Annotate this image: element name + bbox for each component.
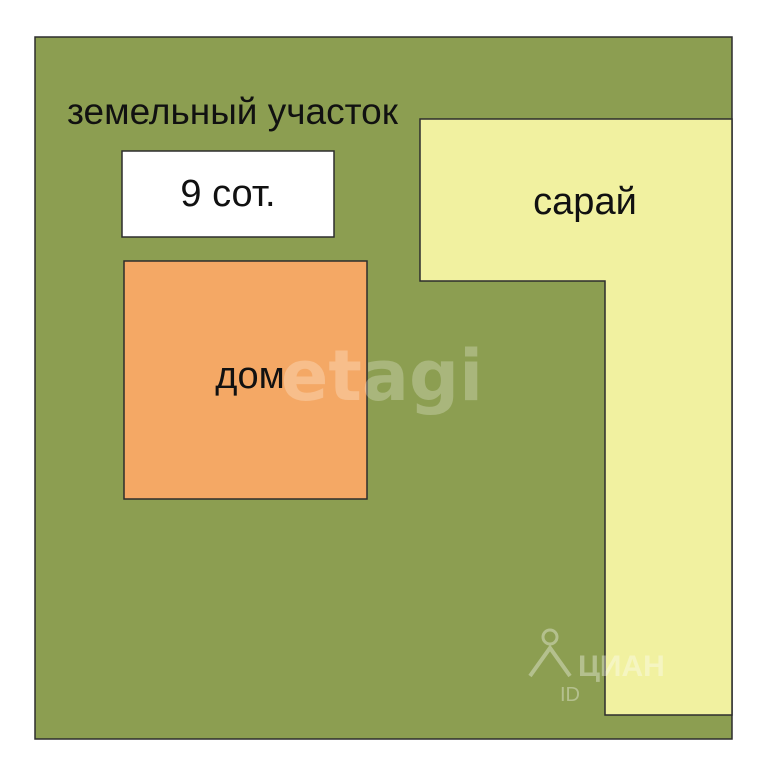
corner-id: ID xyxy=(560,684,580,706)
etagi-watermark: etagi xyxy=(281,335,483,417)
area-label: 9 сот. xyxy=(180,173,275,215)
shed-label: сарай xyxy=(533,181,637,223)
shed xyxy=(419,118,733,716)
area-box xyxy=(121,150,335,238)
location-pin-icon xyxy=(528,628,572,678)
corner-brand: ЦИАН xyxy=(578,650,665,683)
plot-title: земельный участок xyxy=(67,91,399,132)
corner-watermark: ЦИАН ID xyxy=(528,628,665,706)
house-label: дом xyxy=(215,355,284,397)
house xyxy=(123,260,368,500)
